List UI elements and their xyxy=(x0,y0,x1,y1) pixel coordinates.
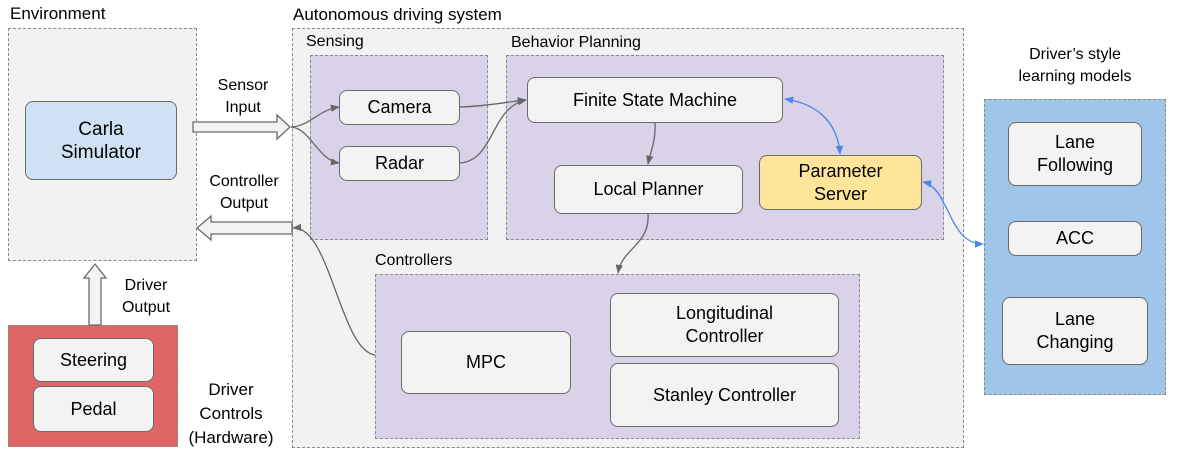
sensor-to-radar-connector xyxy=(290,126,340,166)
controllers-to-output-connector xyxy=(292,223,376,356)
stanley-controller-node: Stanley Controller xyxy=(610,363,839,427)
fsm-param-server-link xyxy=(784,96,844,155)
style-models-title: Driver’s style learning models xyxy=(1018,46,1132,85)
radar-node: Radar xyxy=(339,146,460,181)
local-planner-node: Local Planner xyxy=(554,165,743,214)
controllers-title: Controllers xyxy=(375,252,453,269)
driver-output-arrow xyxy=(82,262,108,326)
ads-title: Autonomous driving system xyxy=(293,5,502,24)
acc-node: ACC xyxy=(1008,221,1142,256)
lane-changing-node: Lane Changing xyxy=(1002,297,1148,365)
mpc-node: MPC xyxy=(401,331,571,394)
driver-controls-label: Driver Controls (Hardware) xyxy=(188,380,274,447)
longitudinal-controller-node: Longitudinal Controller xyxy=(610,293,839,357)
controller-output-label: Controller Output xyxy=(209,173,279,212)
behavior-planning-title: Behavior Planning xyxy=(511,34,641,51)
parameter-server-node: Parameter Server xyxy=(759,155,922,210)
sensor-input-arrow xyxy=(192,113,291,141)
carla-simulator-node: Carla Simulator xyxy=(25,101,177,180)
driver-output-label: Driver Output xyxy=(121,277,171,316)
finite-state-machine-node: Finite State Machine xyxy=(527,77,783,123)
controller-output-arrow xyxy=(196,214,293,242)
steering-node: Steering xyxy=(33,338,154,382)
sensor-to-camera-connector xyxy=(290,104,340,128)
local-planner-to-controllers-connector xyxy=(615,213,649,274)
sensing-title: Sensing xyxy=(306,33,364,50)
radar-to-fsm-connector xyxy=(459,98,527,164)
fsm-to-local-planner-connector xyxy=(646,122,656,165)
lane-following-node: Lane Following xyxy=(1008,122,1142,186)
sensor-input-label: Sensor Input xyxy=(217,77,269,116)
environment-title: Environment xyxy=(10,4,106,23)
param-server-style-models-link xyxy=(922,180,984,248)
pedal-node: Pedal xyxy=(33,386,154,432)
camera-node: Camera xyxy=(339,90,460,125)
